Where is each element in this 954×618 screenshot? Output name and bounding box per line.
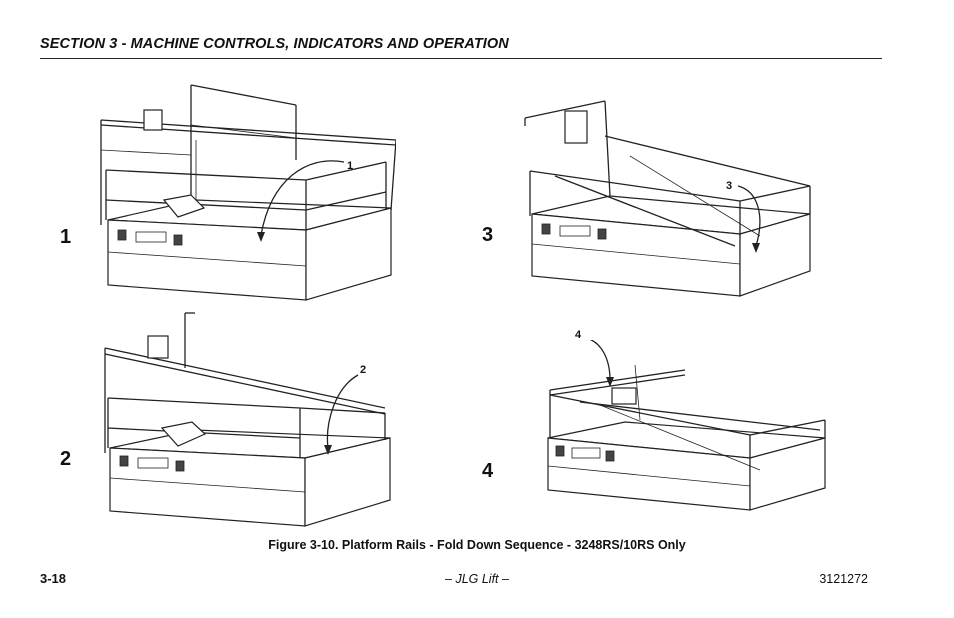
platform-illustration-step-4 xyxy=(547,340,826,511)
document-number: 3121272 xyxy=(819,572,868,586)
platform-illustration-step-1 xyxy=(100,84,396,301)
figure-caption: Figure 3-10. Platform Rails - Fold Down … xyxy=(268,538,686,552)
step-number-4: 4 xyxy=(482,460,494,482)
step-number-3: 3 xyxy=(482,224,494,246)
footer-publisher: – JLG Lift – xyxy=(445,572,509,586)
platform-illustration-step-2 xyxy=(104,312,391,527)
callout-label-1: 1 xyxy=(347,160,354,172)
header-divider xyxy=(40,58,882,59)
platform-illustration-step-3 xyxy=(524,100,811,297)
step-number-2: 2 xyxy=(60,448,72,470)
step-number-1: 1 xyxy=(60,226,72,248)
callout-label-2: 2 xyxy=(360,364,367,376)
callout-label-4: 4 xyxy=(575,329,582,341)
page-number: 3-18 xyxy=(40,571,67,586)
callout-label-3: 3 xyxy=(726,180,733,192)
section-title: SECTION 3 - MACHINE CONTROLS, INDICATORS… xyxy=(40,36,509,52)
